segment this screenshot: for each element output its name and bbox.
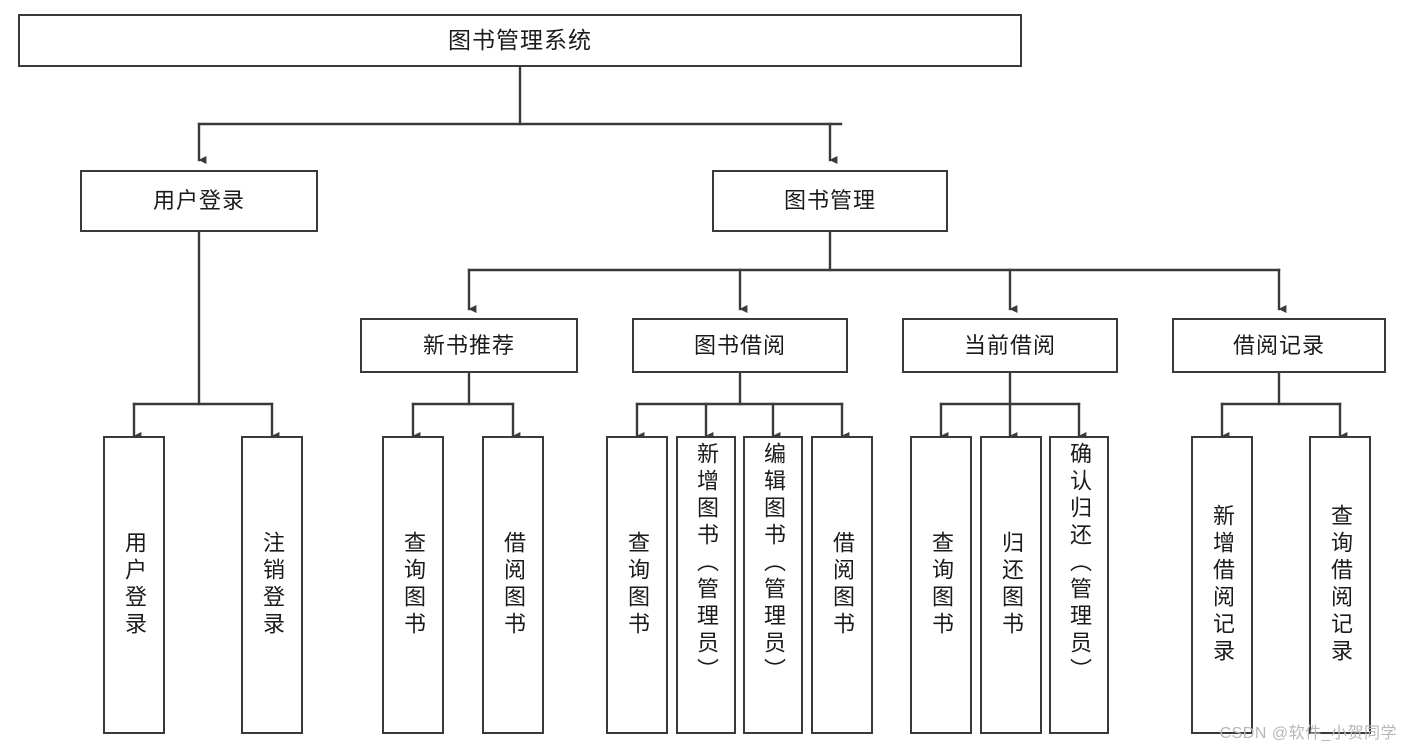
leaf-user-login-1[interactable]: 用户登录 [103, 436, 165, 734]
leaf-label: 借阅图书 [501, 531, 526, 639]
leaf-book-borrow-2[interactable]: 新增图书（管理员） [676, 436, 736, 734]
leaf-new-book-2[interactable]: 借阅图书 [482, 436, 544, 734]
node-book-management[interactable]: 图书管理 [712, 170, 948, 232]
node-new-book-recommend[interactable]: 新书推荐 [360, 318, 578, 373]
leaf-label: 查询借阅记录 [1328, 504, 1353, 666]
leaf-label: 查询图书 [625, 531, 650, 639]
node-label: 图书管理 [783, 188, 876, 214]
node-label: 图书借阅 [693, 332, 786, 358]
leaf-label: 新增图书（管理员） [694, 442, 719, 685]
leaf-label: 归还图书 [999, 531, 1024, 639]
leaf-borrow-record-1[interactable]: 新增借阅记录 [1191, 436, 1253, 734]
leaf-book-borrow-1[interactable]: 查询图书 [606, 436, 668, 734]
node-label: 借阅记录 [1232, 332, 1325, 358]
leaf-label: 查询图书 [401, 531, 426, 639]
leaf-current-borrow-2[interactable]: 归还图书 [980, 436, 1042, 734]
leaf-label: 确认归还（管理员） [1067, 442, 1092, 685]
node-root-book-management-system[interactable]: 图书管理系统 [18, 14, 1022, 67]
leaf-label: 借阅图书 [830, 531, 855, 639]
leaf-label: 编辑图书（管理员） [761, 442, 786, 685]
leaf-book-borrow-3[interactable]: 编辑图书（管理员） [743, 436, 803, 734]
leaf-new-book-1[interactable]: 查询图书 [382, 436, 444, 734]
leaf-label: 用户登录 [122, 531, 147, 639]
leaf-label: 查询图书 [929, 531, 954, 639]
node-label: 当前借阅 [963, 332, 1056, 358]
leaf-current-borrow-1[interactable]: 查询图书 [910, 436, 972, 734]
leaf-current-borrow-3[interactable]: 确认归还（管理员） [1049, 436, 1109, 734]
node-label: 用户登录 [152, 188, 245, 214]
node-borrow-record[interactable]: 借阅记录 [1172, 318, 1386, 373]
leaf-book-borrow-4[interactable]: 借阅图书 [811, 436, 873, 734]
leaf-user-login-2[interactable]: 注销登录 [241, 436, 303, 734]
node-label: 图书管理系统 [448, 27, 592, 54]
leaf-borrow-record-2[interactable]: 查询借阅记录 [1309, 436, 1371, 734]
node-book-borrow[interactable]: 图书借阅 [632, 318, 848, 373]
leaf-label: 注销登录 [260, 531, 285, 639]
node-current-borrow[interactable]: 当前借阅 [902, 318, 1118, 373]
node-user-login[interactable]: 用户登录 [80, 170, 318, 232]
node-label: 新书推荐 [422, 332, 515, 358]
leaf-label: 新增借阅记录 [1210, 504, 1235, 666]
